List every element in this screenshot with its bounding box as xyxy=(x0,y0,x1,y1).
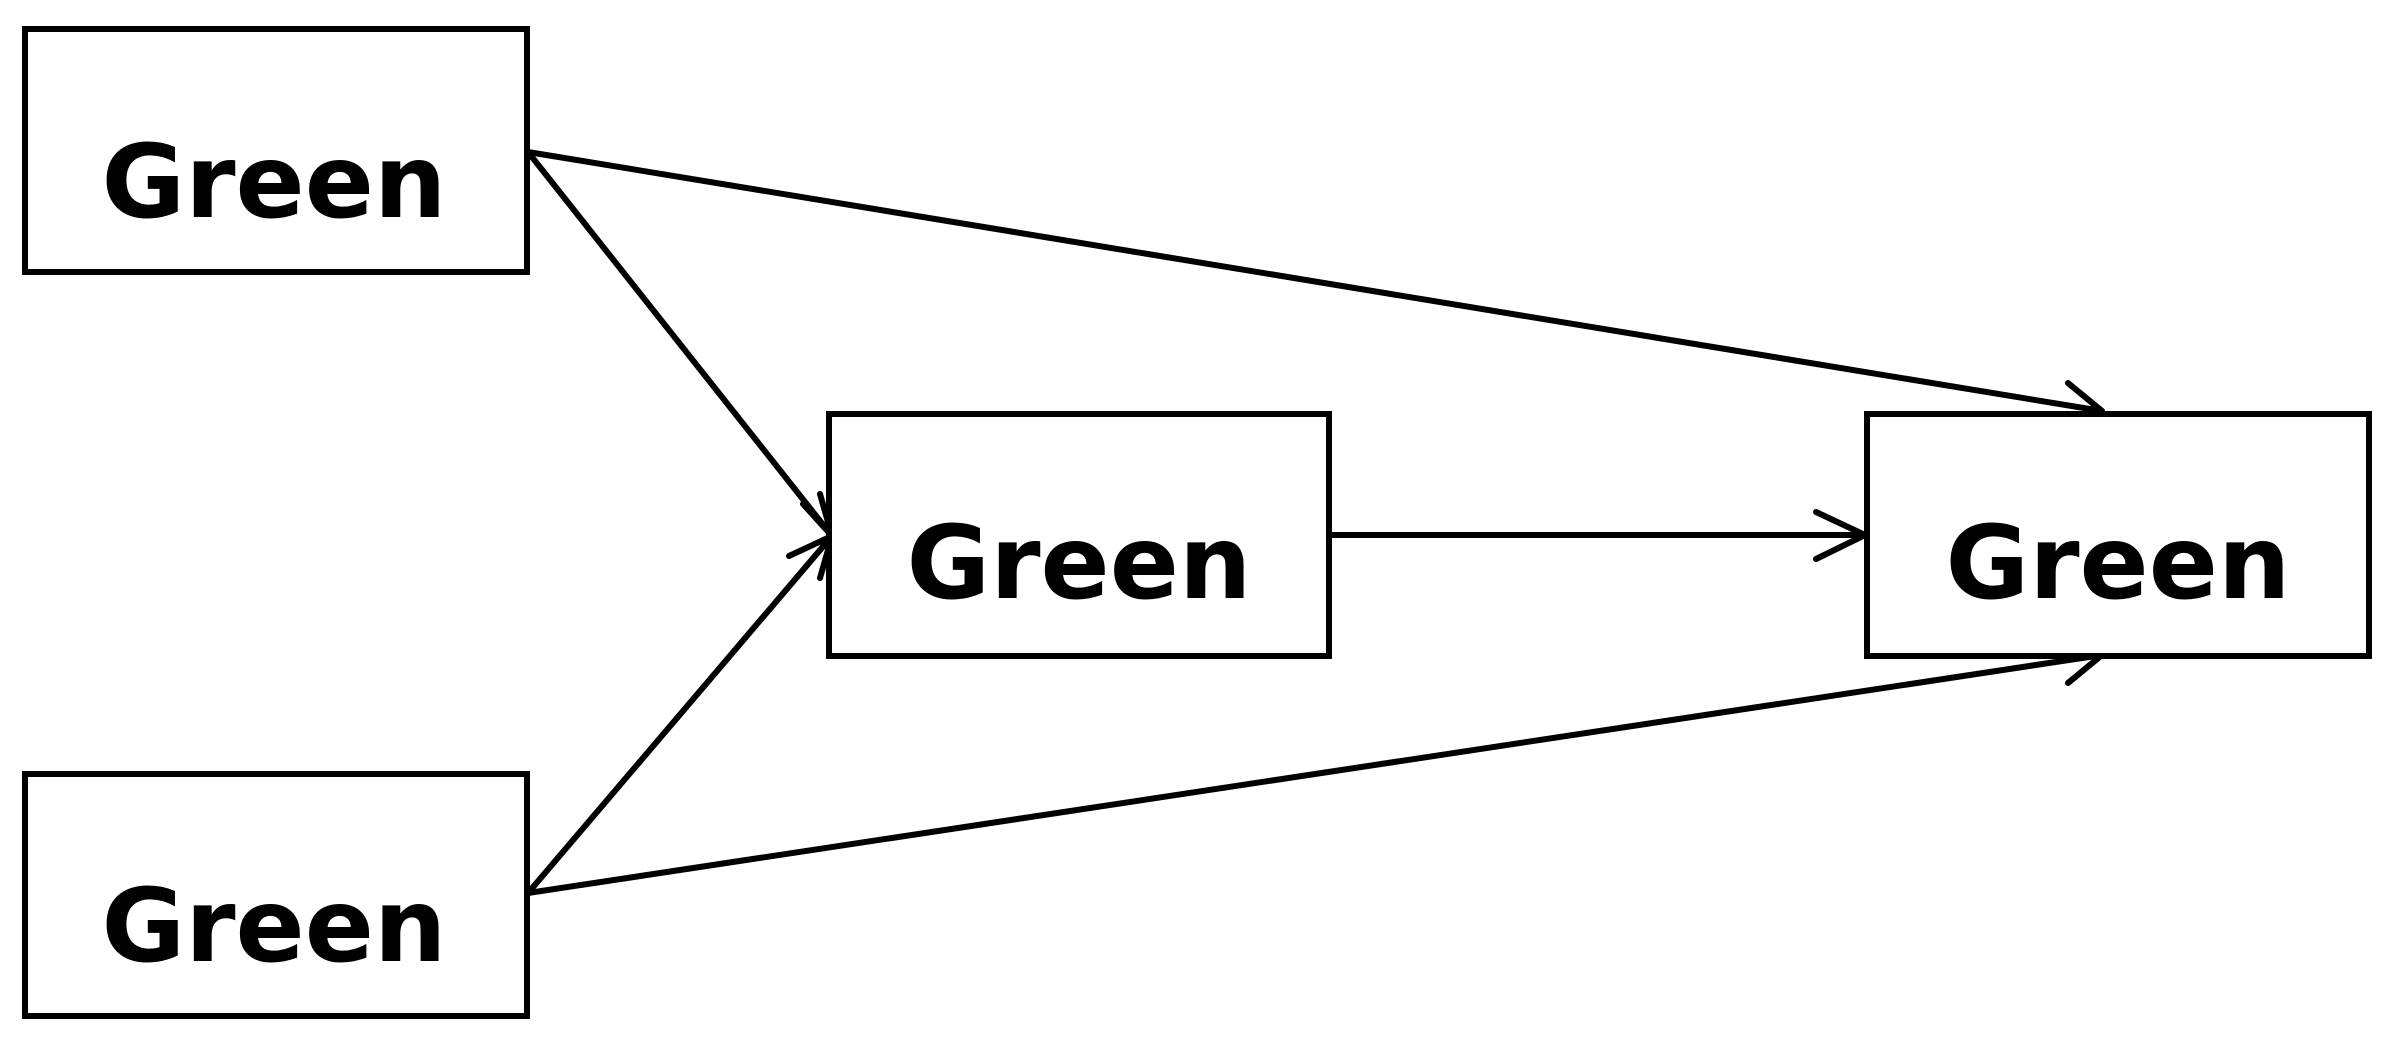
node-top-left: Green xyxy=(22,26,530,275)
node-label: Green xyxy=(102,123,447,242)
edge-bottom-left-to-right xyxy=(527,652,2103,896)
node-label: Green xyxy=(1946,504,2291,623)
edge-top-left-to-right xyxy=(527,149,2103,414)
nodes: Green Green Green Green xyxy=(22,26,2372,1019)
node-right: Green xyxy=(1864,411,2372,659)
node-label: Green xyxy=(907,504,1252,623)
edge-top-left-to-center xyxy=(525,150,835,538)
node-box xyxy=(826,411,1332,659)
edge-bottom-left-to-center xyxy=(525,534,835,895)
node-bottom-left: Green xyxy=(22,771,530,1019)
node-label: Green xyxy=(102,867,447,986)
edges xyxy=(525,149,2105,896)
node-center: Green xyxy=(826,411,1332,659)
node-box xyxy=(22,771,530,1019)
node-box xyxy=(22,26,530,275)
node-box xyxy=(1864,411,2372,659)
